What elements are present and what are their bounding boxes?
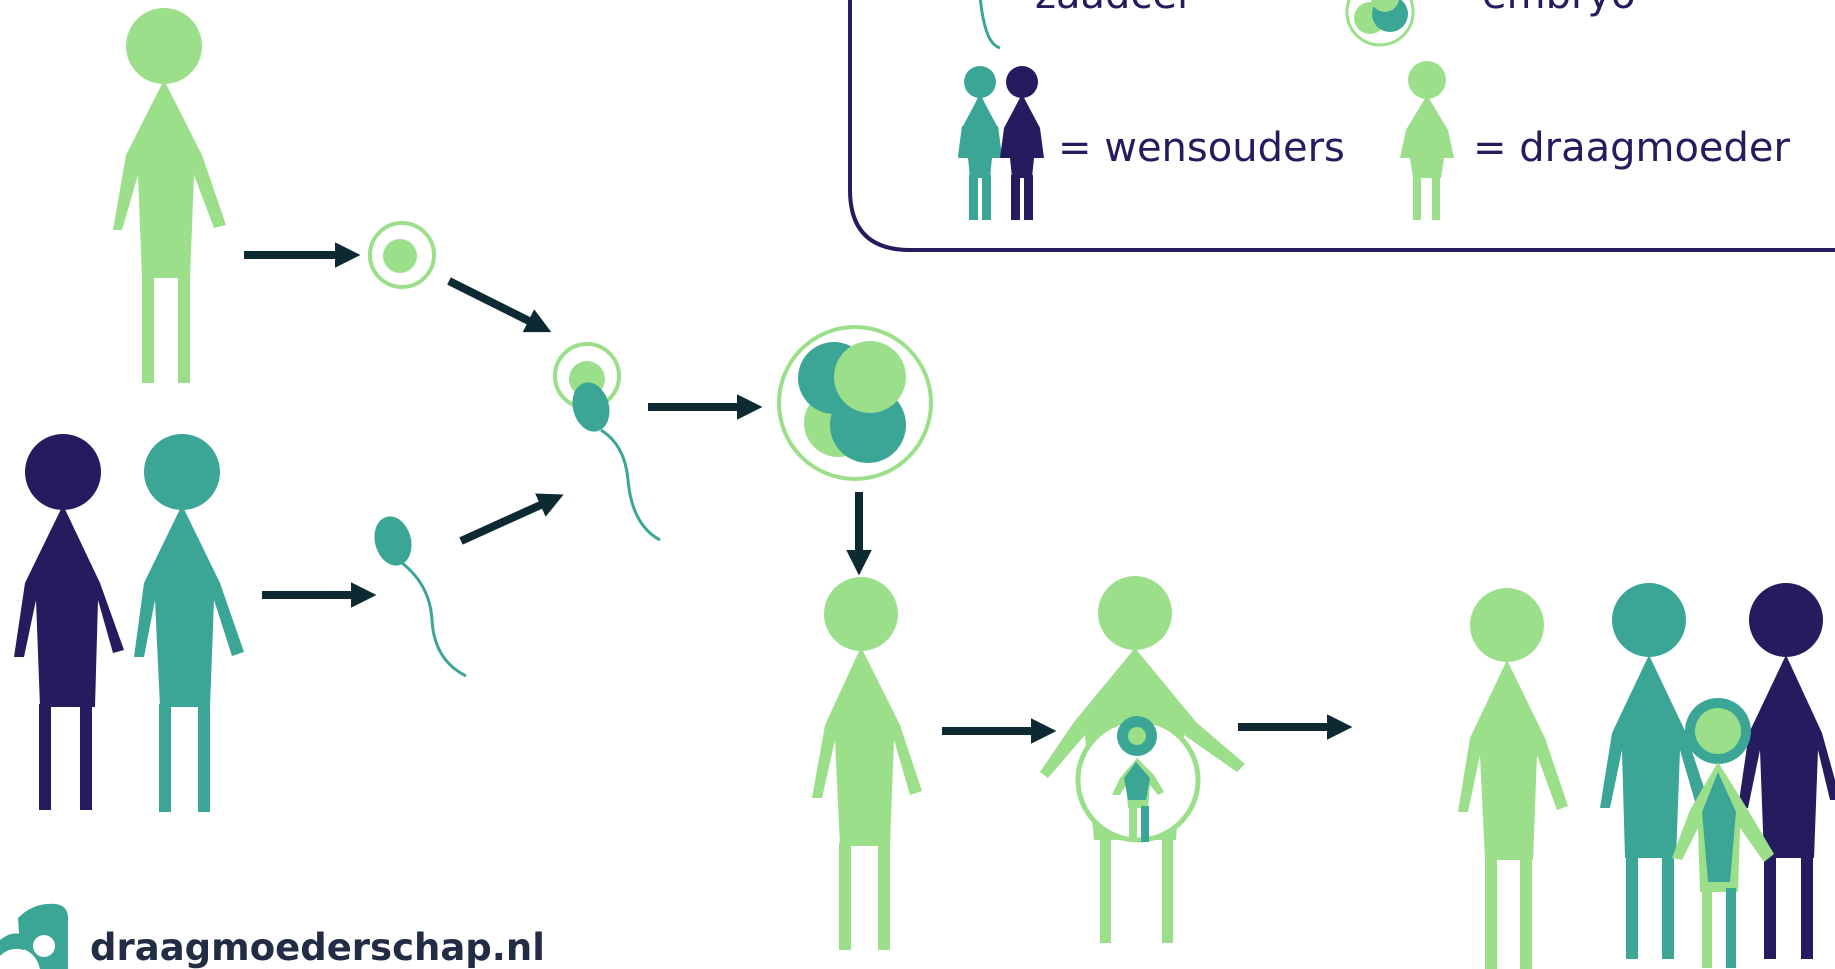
- brand-logo: draagmoederschap.nl: [0, 903, 545, 969]
- process-arrows: [244, 242, 1353, 744]
- parents-figure-pair: [14, 434, 244, 812]
- surrogate-figure-final: [1458, 588, 1568, 969]
- surrogate-figure-pregnant: [1040, 576, 1245, 943]
- fertilization: [553, 342, 661, 542]
- legend: zaadcel embryo = wensouders: [848, 0, 1835, 252]
- arrow-sperm-to-fertilization: [459, 493, 564, 545]
- legend-sperm-icon: [978, 0, 1001, 50]
- embryo: [777, 325, 933, 481]
- parents-figure-final: [1600, 583, 1835, 959]
- surrogate-figure-egg-donor: [113, 8, 226, 383]
- legend-border: [848, 0, 1835, 252]
- brand-site-name: draagmoederschap.nl: [90, 926, 545, 969]
- legend-embryo-label: embryo: [1482, 0, 1636, 18]
- legend-parents-label: = wensouders: [1058, 125, 1345, 171]
- sperm-cell: [374, 516, 467, 678]
- egg-cell: [368, 221, 436, 289]
- legend-sperm-label: zaadcel: [1035, 0, 1188, 18]
- legend-embryo-icon: [1345, 0, 1415, 47]
- arrow-egg-to-fertilization: [447, 277, 552, 333]
- surrogate-figure-transfer: [812, 577, 922, 950]
- legend-surrogate-label: = draagmoeder: [1473, 125, 1791, 171]
- legend-parents-icon: [958, 66, 1044, 220]
- legend-surrogate-icon: [1400, 61, 1454, 220]
- child-figure-final: [1672, 698, 1774, 968]
